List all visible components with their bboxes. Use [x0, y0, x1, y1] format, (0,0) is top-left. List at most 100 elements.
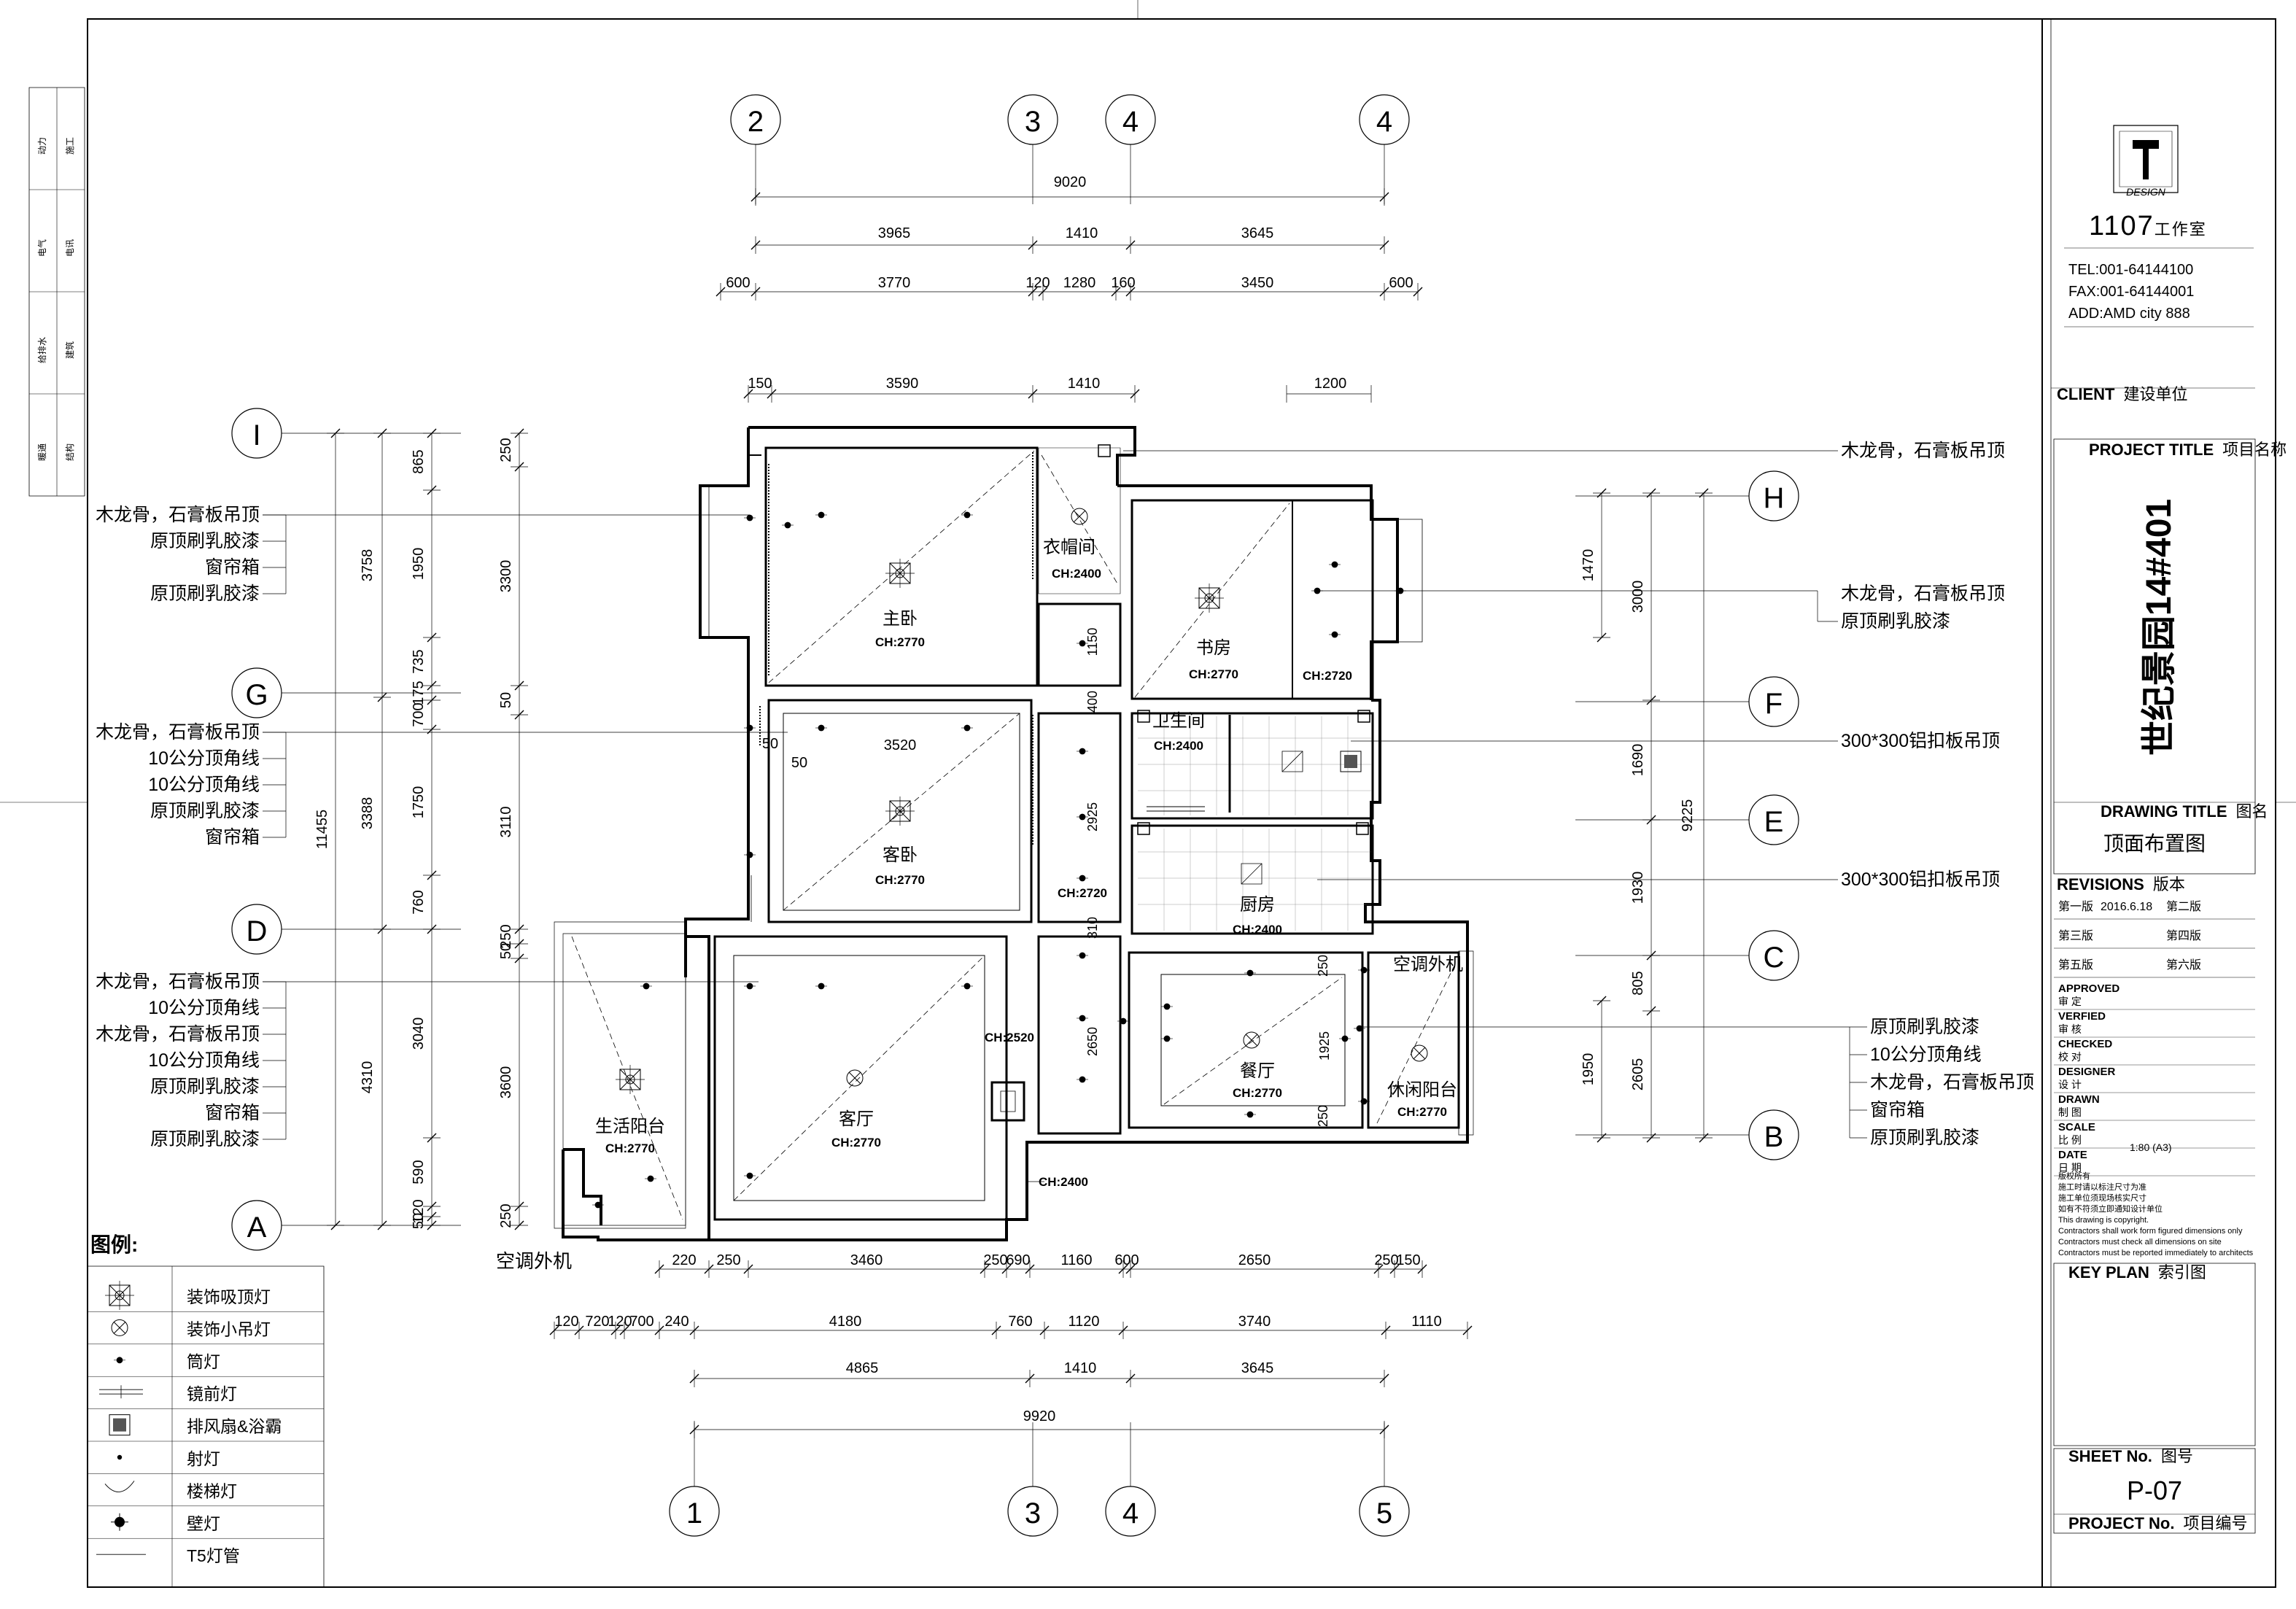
annotation-text: 原顶刷乳胶漆: [1870, 1017, 1979, 1037]
dimension-text: 9020: [1054, 174, 1087, 190]
annotation-text: 木龙骨，石膏板吊顶: [96, 972, 260, 992]
downlight-icon: [640, 982, 653, 990]
decorative-pendant-lamp-icon: [111, 1319, 128, 1337]
side-strip-label: 暖通: [37, 443, 47, 461]
dimension-text: 1110: [1411, 1314, 1442, 1330]
inner-dimension: 250: [1316, 1105, 1330, 1127]
key-plan-cn: 索引图: [2158, 1263, 2206, 1282]
annotation-text: 窗帘箱: [205, 1103, 260, 1123]
dimension-text: 1750: [411, 786, 427, 819]
inner-dimension: 1150: [1085, 628, 1100, 656]
downlight-icon: [815, 724, 828, 732]
studio-tel: TEL:001-64144100: [2068, 262, 2193, 278]
ceiling-height: CH:2400: [1233, 923, 1282, 937]
axis-label-left: I: [252, 419, 260, 451]
svg-text:SHEET No.图号: SHEET No.图号: [2068, 1447, 2193, 1465]
copyright-note: Contractors must be reported immediately…: [2058, 1249, 2254, 1257]
dimension-text: 760: [1008, 1314, 1032, 1330]
dimension-text: 600: [726, 275, 750, 291]
dimension-text: 1160: [1060, 1252, 1092, 1268]
decorative-pendant-lamp-icon: [1071, 508, 1088, 525]
dimension-text: 50: [498, 692, 514, 708]
downlight-icon: [1117, 1017, 1130, 1026]
decorative-ceiling-lamp-icon: [615, 1064, 645, 1095]
annotation-text: 10公分顶角线: [148, 1050, 260, 1071]
annotation-text: 原顶刷乳胶漆: [1841, 611, 1950, 632]
ceiling-height: CH:2400: [1154, 739, 1203, 753]
annotation-text: 原顶刷乳胶漆: [150, 801, 260, 821]
ceiling-height: CH:2400: [1052, 567, 1101, 581]
annotation-text: 300*300铝扣板吊顶: [1841, 731, 2000, 751]
room-name: 客卧: [883, 845, 918, 865]
rev1-date: 2016.6.18: [2101, 901, 2152, 913]
dimension-text: 1410: [1064, 1360, 1097, 1376]
designer-label: DESIGNER: [2058, 1066, 2116, 1078]
dimension-text: 1950: [1581, 1053, 1597, 1086]
annotation-text: 木龙骨，石膏板吊顶: [96, 1024, 260, 1044]
inner-dimension: 310: [1085, 917, 1100, 939]
dimension-text: 1280: [1063, 275, 1096, 291]
checked-cn: 校 对: [2058, 1051, 2082, 1063]
side-strip-label: 建筑: [64, 341, 75, 359]
legend-title: 图例:: [90, 1233, 138, 1256]
legend-label: 排风扇&浴霸: [187, 1417, 282, 1436]
annotation-text: 10公分顶角线: [148, 748, 260, 769]
dimension-text: 600: [1389, 275, 1413, 291]
studio-fax: FAX:001-64144001: [2068, 284, 2194, 300]
decorative-ceiling-lamp-icon: [104, 1280, 135, 1311]
dimension-text: 1410: [1066, 225, 1098, 241]
approved-label: APPROVED: [2058, 982, 2119, 995]
dimension-text: 720: [585, 1314, 609, 1330]
decorative-pendant-lamp-icon: [846, 1069, 864, 1087]
annotation-text: 木龙骨，石膏板吊顶: [1870, 1072, 2034, 1093]
inner-dimension: 50: [791, 755, 807, 771]
dimension-text: 2650: [1238, 1252, 1271, 1268]
dimension-text: 150: [1396, 1252, 1420, 1268]
dimension-text: 9920: [1023, 1408, 1056, 1424]
dimension-text: 120: [411, 1199, 427, 1223]
key-plan-label: KEY PLAN: [2068, 1263, 2149, 1282]
legend-label: 筒灯: [187, 1352, 220, 1371]
project-no-label: PROJECT No.: [2068, 1514, 2174, 1532]
annotation-text: 木龙骨，石膏板吊顶: [96, 505, 260, 525]
copyright-note: Contractors must check all dimensions on…: [2058, 1238, 2222, 1247]
axis-label-top: 4: [1122, 106, 1139, 138]
annotation-text: 原顶刷乳胶漆: [150, 531, 260, 551]
svg-text:PROJECT No.项目编号: PROJECT No.项目编号: [2068, 1514, 2247, 1532]
ceiling-height: CH:2400: [1039, 1175, 1088, 1189]
revisions-label: REVISIONS: [2057, 875, 2144, 893]
dimension-text: 3460: [850, 1252, 883, 1268]
wall-lamp-icon: [110, 1512, 129, 1532]
axis-label-bottom: 3: [1025, 1497, 1041, 1529]
approved-cn: 审 定: [2058, 996, 2082, 1007]
studio-suffix: 工作室: [2155, 220, 2207, 239]
project-name: 世纪景园14#401: [2140, 499, 2179, 756]
ac-unit-label-right: 空调外机: [1393, 955, 1463, 974]
downlight-icon: [1244, 969, 1257, 977]
downlight-icon: [743, 724, 756, 732]
axis-label-right: C: [1764, 942, 1785, 974]
dimension-text: 1470: [1581, 549, 1597, 582]
annotation-text: 木龙骨，石膏板吊顶: [1841, 441, 2005, 461]
dimension-text: 3300: [498, 560, 514, 593]
axis-label-top: 3: [1025, 106, 1041, 138]
rev2: 第二版: [2166, 900, 2201, 913]
decorative-ceiling-lamp-icon: [885, 558, 915, 589]
dimension-text: 1410: [1068, 376, 1101, 392]
downlight-icon: [1353, 1024, 1366, 1033]
inner-dimension: 2925: [1085, 802, 1100, 831]
dimension-text: 1930: [1630, 872, 1646, 904]
dimension-text: 50: [411, 1213, 427, 1229]
annotation-text: 原顶刷乳胶漆: [150, 583, 260, 604]
annotation-text: 木龙骨，石膏板吊顶: [1841, 583, 2005, 604]
decorative-pendant-lamp-icon: [1243, 1031, 1260, 1049]
drawn-label: DRAWN: [2058, 1093, 2100, 1106]
downlight-icon: [644, 1174, 657, 1183]
svg-text:1107工作室: 1107工作室: [2089, 211, 2207, 241]
downlight-icon: [1076, 874, 1089, 883]
axis-label-top: 2: [748, 106, 764, 138]
decorative-pendant-lamp-icon: [1411, 1044, 1428, 1062]
drawing-name: 顶面布置图: [2103, 832, 2206, 855]
logo-text: DESIGN: [2126, 186, 2166, 198]
